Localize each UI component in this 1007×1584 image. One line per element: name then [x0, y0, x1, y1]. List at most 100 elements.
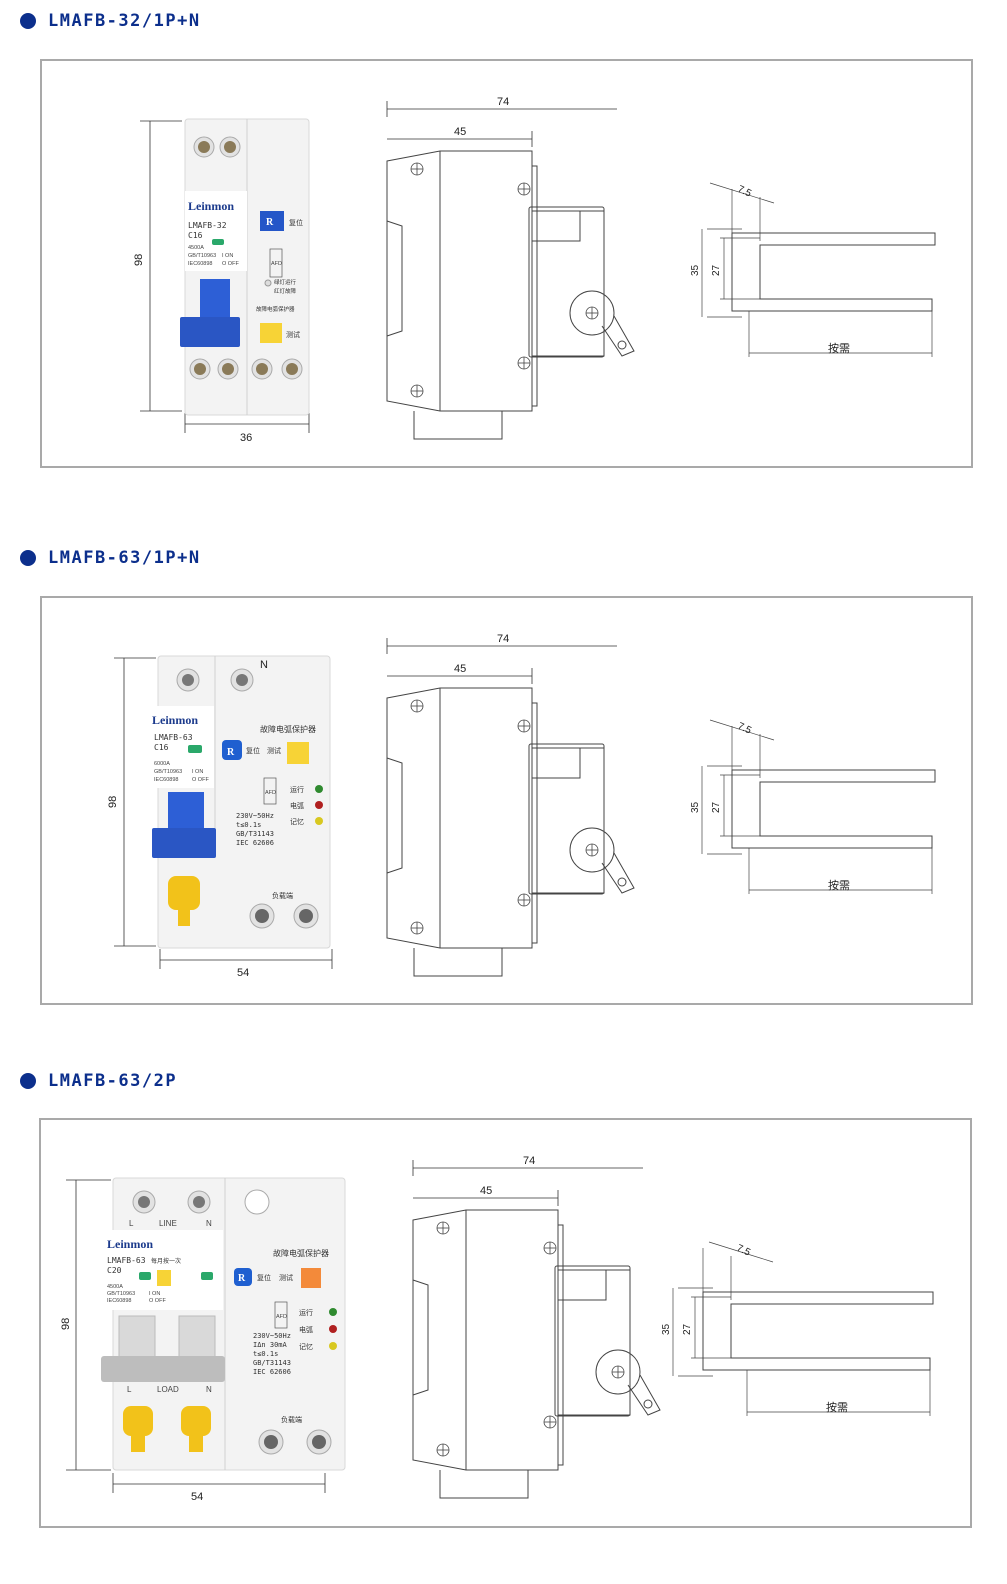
- reset-label: 复位: [257, 1273, 271, 1282]
- device-model: LMAFB-63: [154, 733, 193, 742]
- width-dimension: [112, 1473, 326, 1493]
- reset-key: R: [266, 217, 274, 228]
- device-off: O OFF: [192, 777, 209, 783]
- section-title-text: LMAFB-63/1P+N: [48, 548, 201, 568]
- width-dimension: [184, 413, 310, 433]
- terminal-n-bottom: N: [206, 1385, 212, 1394]
- din-rail: [701, 182, 936, 357]
- terminal-l-top: L: [129, 1219, 134, 1228]
- side-view-screws: [410, 162, 599, 398]
- load-label-top: LOAD: [157, 1385, 179, 1394]
- device-brand: Leinmon: [107, 1237, 153, 1251]
- height-dimension: [140, 120, 182, 412]
- width-label: 54: [237, 967, 249, 979]
- rail-inner-label: 27: [682, 1323, 693, 1335]
- depth-front-label: 45: [454, 663, 466, 675]
- terminal-n-top: N: [206, 1219, 212, 1228]
- device-rating: C20: [107, 1266, 122, 1275]
- led-label-1: 运行: [299, 1308, 313, 1317]
- device-spec-2: GB/T10963: [154, 769, 182, 775]
- rail-outer-label: 35: [690, 801, 701, 813]
- device-off: O OFF: [222, 261, 239, 267]
- load-label: 负载端: [272, 891, 293, 900]
- depth-total-label: 74: [497, 96, 509, 108]
- device-spec-1: 6000A: [154, 761, 170, 767]
- section-title-text: LMAFB-32/1P+N: [48, 11, 201, 31]
- test-label: 测试: [286, 330, 300, 339]
- rail-length-label: 按需: [828, 341, 850, 355]
- led-label-2: 电弧: [299, 1325, 313, 1334]
- depth-front-label: 45: [480, 1185, 492, 1197]
- device-rating: C16: [154, 743, 169, 752]
- device-spec-3: IEC60898: [154, 777, 178, 783]
- device-model: LMAFB-63: [107, 1256, 146, 1265]
- indicator-note-2: 红灯故障: [274, 287, 297, 295]
- panel-1: 98 36 Leinmon LMAFB-32 C16 4500A GB/T109…: [40, 59, 973, 468]
- reset-label: 复位: [246, 746, 260, 755]
- reset-key: R: [238, 1273, 246, 1284]
- device-spec-2: GB/T10963: [107, 1291, 135, 1297]
- device-spec-1: 4500A: [107, 1284, 123, 1290]
- height-label: 98: [60, 1318, 72, 1330]
- device-on: I ON: [192, 769, 203, 775]
- product-name: 故障电弧保护器: [260, 724, 316, 734]
- height-label: 98: [133, 254, 145, 266]
- depth-total-label: 74: [497, 633, 509, 645]
- rail-outer-label: 35: [690, 264, 701, 276]
- rail-thick-label: 7.5: [736, 184, 754, 200]
- height-dimension: [66, 1179, 111, 1471]
- depth-front-label: 45: [454, 126, 466, 138]
- rating-block-5: IEC 62606: [253, 1368, 291, 1376]
- product-name: 故障电弧保护器: [273, 1248, 329, 1258]
- rating-block-2: t≤0.1s: [236, 821, 261, 829]
- panel-3-drawing: 98 54 L LINE N Leinmon LMAFB-63 每月按一次 C2…: [60, 1155, 934, 1503]
- test-label: 测试: [267, 746, 281, 755]
- din-rail: [672, 1241, 934, 1416]
- width-label: 54: [191, 1491, 203, 1503]
- led-label-2: 电弧: [290, 801, 304, 810]
- product-name: 故障电弧保护器: [256, 305, 295, 313]
- section-title-3: LMAFB-63/2P: [20, 1068, 177, 1094]
- device-rating: C16: [188, 231, 203, 240]
- load-label: 负载端: [281, 1415, 302, 1424]
- device-on: I ON: [222, 253, 233, 259]
- led-label-1: 运行: [290, 785, 304, 794]
- line-label: LINE: [159, 1219, 177, 1228]
- rail-thick-label: 7.5: [735, 1243, 753, 1259]
- rating-block-1: 230V~50Hz: [253, 1332, 291, 1340]
- device-brand: Leinmon: [188, 199, 234, 213]
- bullet-icon: [20, 550, 36, 566]
- panel-1-drawing: 98 36 Leinmon LMAFB-32 C16 4500A GB/T109…: [133, 96, 936, 444]
- reset-label: 复位: [289, 218, 303, 227]
- bullet-icon: [20, 1073, 36, 1089]
- bullet-icon: [20, 13, 36, 29]
- reset-key: R: [227, 747, 235, 758]
- side-view-screws: [436, 1221, 625, 1457]
- device-model: LMAFB-32: [188, 221, 227, 230]
- panel-3: 98 54 L LINE N Leinmon LMAFB-63 每月按一次 C2…: [39, 1118, 972, 1528]
- din-rail: [701, 719, 936, 894]
- section-title-text: LMAFB-63/2P: [48, 1071, 178, 1091]
- rating-block-4: GB/T31143: [253, 1359, 291, 1367]
- section-title-2: LMAFB-63/1P+N: [20, 545, 201, 571]
- rail-outer-label: 35: [661, 1323, 672, 1335]
- depth-dimensions: [386, 101, 617, 147]
- afd-label: AFD: [271, 261, 282, 267]
- side-view: [386, 687, 635, 977]
- led-label-3: 记忆: [299, 1342, 313, 1351]
- width-dimension: [159, 949, 333, 969]
- neutral-label: N: [260, 659, 268, 671]
- terminal-l-bottom: L: [127, 1385, 132, 1394]
- indicator-note-1: 绿灯运行: [274, 278, 297, 286]
- side-view-screws: [410, 699, 599, 935]
- rail-length-label: 按需: [828, 878, 850, 892]
- side-view: [386, 150, 635, 440]
- rating-block-2: IΔn 30mA: [253, 1341, 288, 1349]
- depth-dimensions: [386, 638, 617, 684]
- rating-block-3: t≤0.1s: [253, 1350, 278, 1358]
- device-brand: Leinmon: [152, 713, 198, 727]
- afd-label: AFD: [276, 1314, 287, 1320]
- rail-inner-label: 27: [711, 801, 722, 813]
- device-note: 每月按一次: [151, 1257, 181, 1265]
- rail-thick-label: 7.5: [736, 721, 754, 737]
